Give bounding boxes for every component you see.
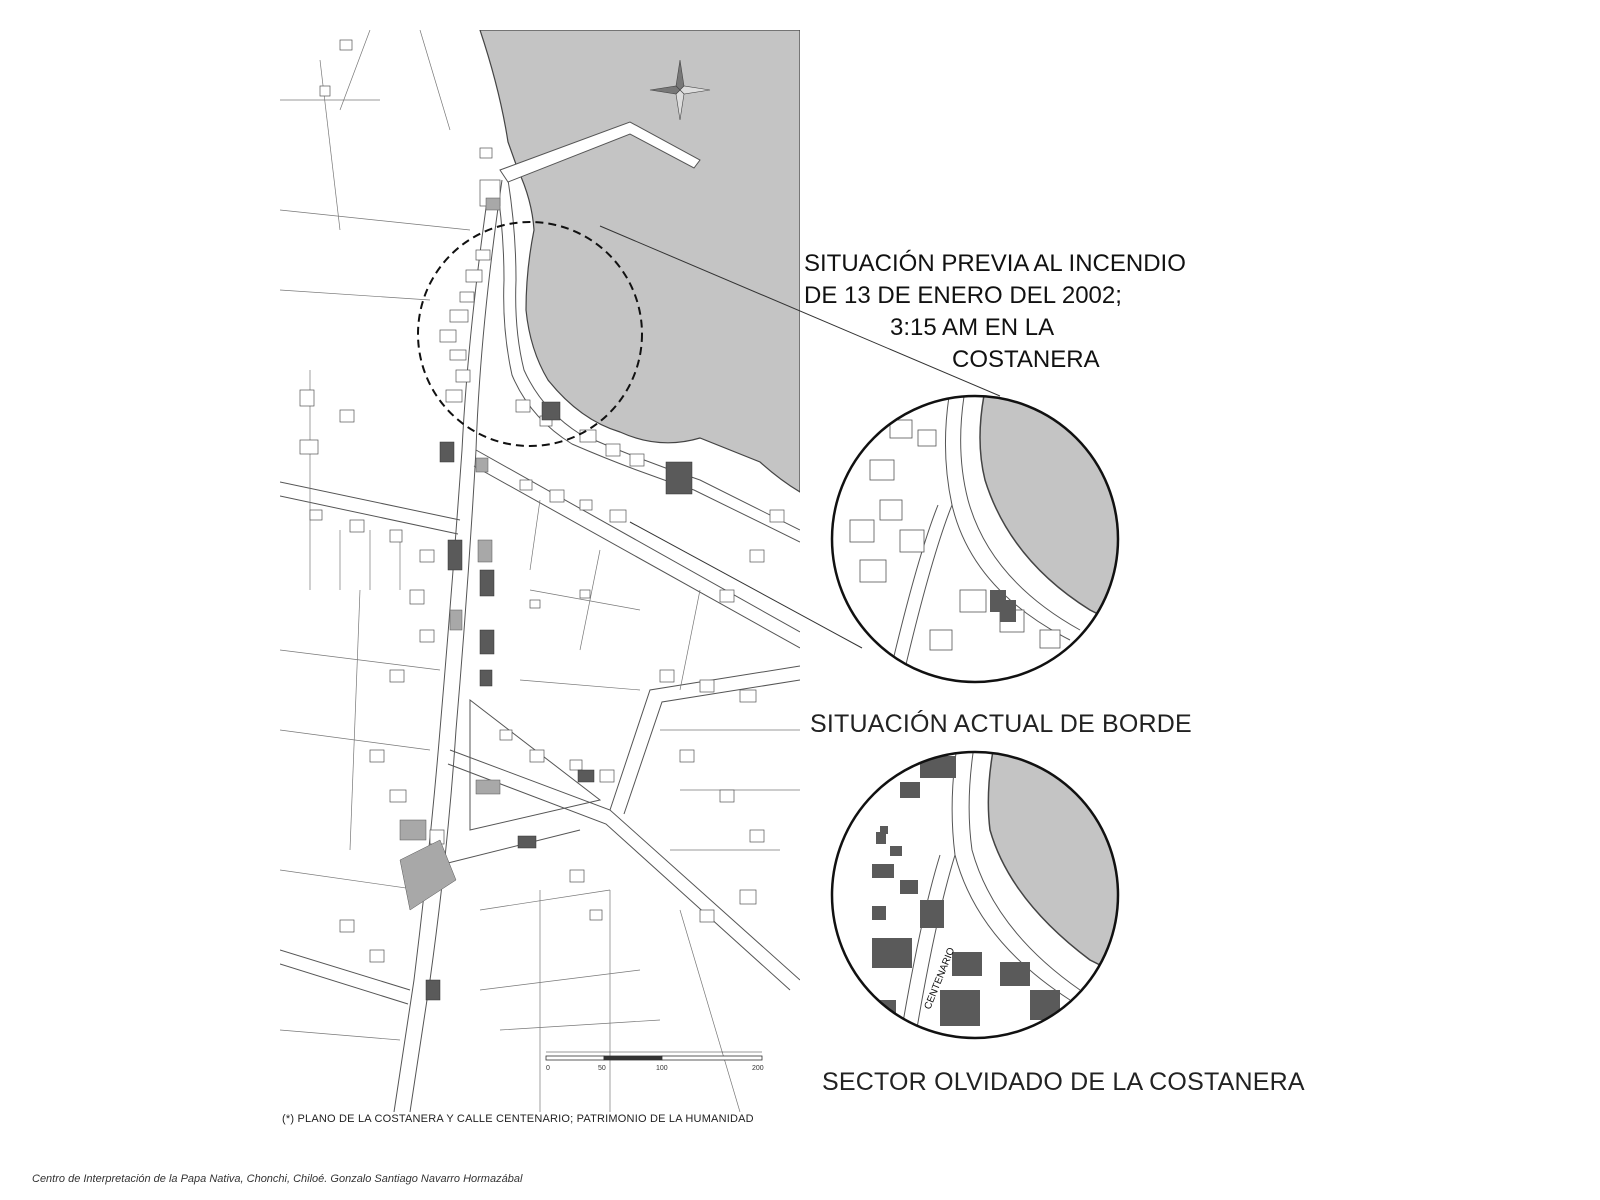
pier	[499, 121, 701, 183]
highlighted-buildings	[425, 401, 693, 1001]
previous-situation-line-2: DE 13 DE ENERO DEL 2002;	[804, 282, 1122, 309]
scale-bar: 0 50 100 200	[545, 1051, 764, 1072]
coast-road-inner	[495, 179, 800, 543]
scale-tick-200: 200	[752, 1065, 764, 1072]
detail-circle-current-border	[830, 394, 1120, 684]
east-road-a	[609, 665, 800, 811]
scale-tick-0: 0	[546, 1065, 550, 1072]
detail-circle-forgotten: CENTENARIO	[832, 752, 1118, 1038]
south-diagonal-b	[447, 763, 791, 991]
south-west-road-a	[280, 949, 411, 991]
detail-circle-forgotten-border	[830, 750, 1120, 1040]
south-west-road-b	[280, 963, 409, 1005]
forgotten-sector-label: SECTOR OLVIDADO DE LA COSTANERA	[822, 1068, 1305, 1096]
current-situation-label: SITUACIÓN ACTUAL DE BORDE	[810, 710, 1192, 738]
main-site-plan: 0 50 100 200	[280, 30, 800, 1112]
previous-situation-line-3: 3:15 AM EN LA	[890, 314, 1055, 341]
detail-circle-current	[832, 396, 1118, 682]
previous-situation-line-4: COSTANERA	[952, 346, 1100, 373]
previous-situation-title: SITUACIÓN PREVIA AL INCENDIO DE 13 DE EN…	[804, 248, 1186, 376]
east-road-b	[623, 679, 800, 815]
light-buildings	[399, 197, 501, 911]
north-arrow-icon	[649, 59, 711, 121]
street-label-centenario: CENTENARIO	[923, 946, 958, 1011]
author-credit: Centro de Interpretación de la Papa Nati…	[32, 1173, 523, 1185]
previous-situation-line-1: SITUACIÓN PREVIA AL INCENDIO	[804, 250, 1186, 277]
scale-tick-50: 50	[598, 1065, 606, 1072]
buildings-outline	[299, 39, 785, 963]
parcel-lines	[280, 30, 800, 1112]
map-caption: (*) PLANO DE LA COSTANERA Y CALLE CENTEN…	[282, 1113, 754, 1125]
scale-tick-100: 100	[656, 1065, 668, 1072]
